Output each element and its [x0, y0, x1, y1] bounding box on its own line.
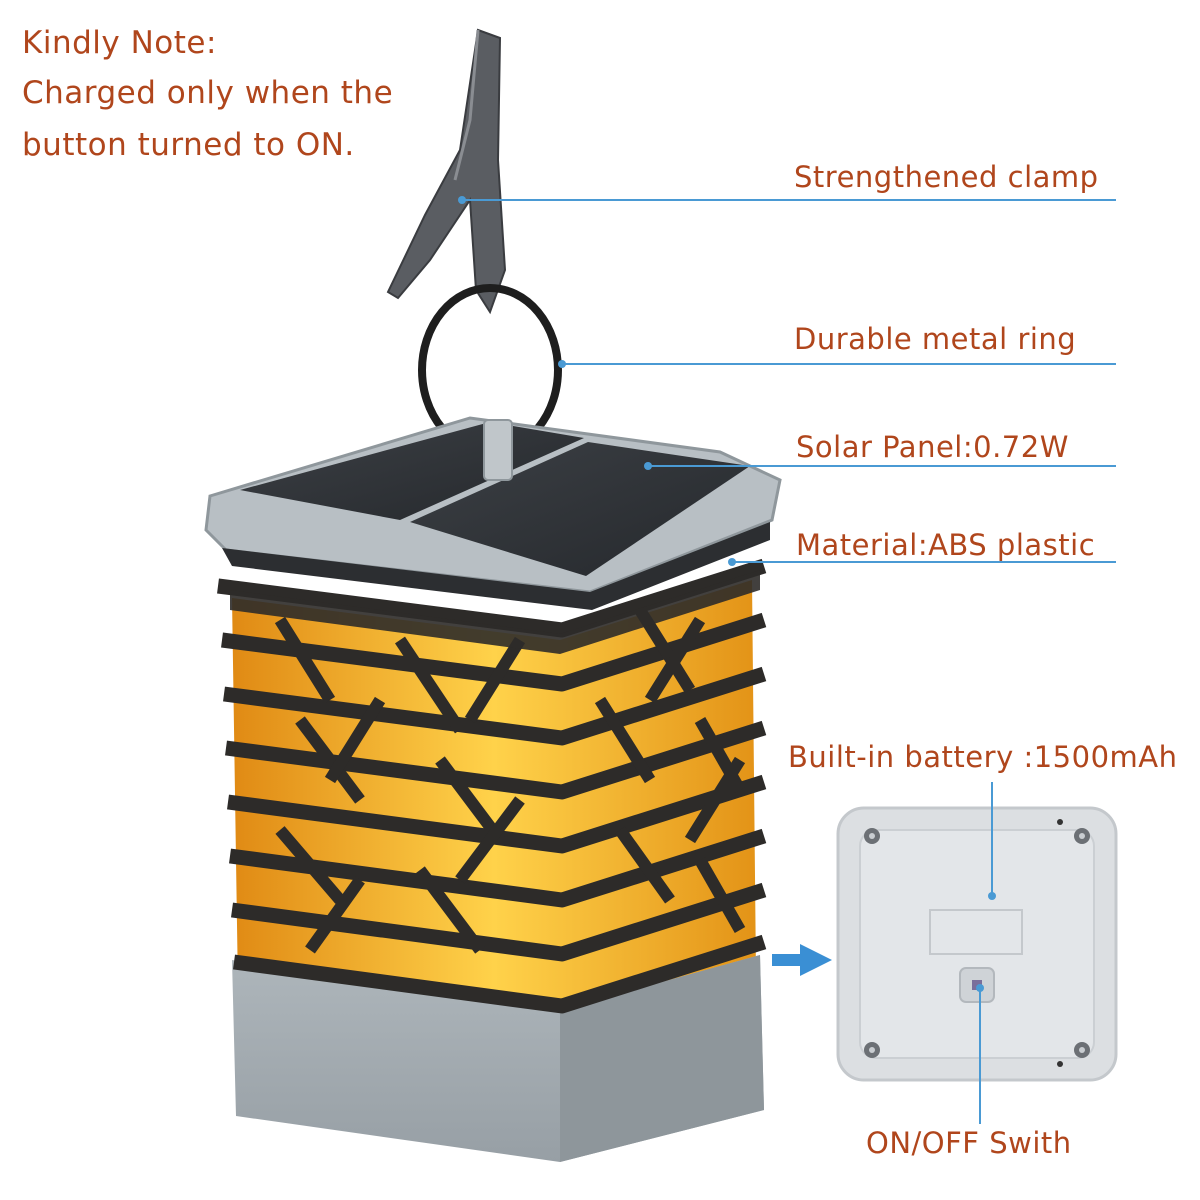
callout-clamp: Strengthened clamp: [794, 160, 1099, 194]
callout-switch: ON/OFF Swith: [866, 1126, 1072, 1160]
note-heading: Kindly Note:: [22, 25, 217, 61]
solar-panel-lid: [204, 416, 782, 610]
callout-solar-panel: Solar Panel:0.72W: [796, 430, 1069, 464]
note-line: Charged only when the: [22, 75, 394, 111]
callout-material: Material:ABS plastic: [796, 528, 1096, 562]
battery-compartment: [836, 806, 1118, 1082]
callout-battery: Built-in battery :1500mAh: [788, 740, 1178, 774]
leader-lines: [462, 199, 1116, 1124]
note-line: button turned to ON.: [22, 127, 355, 163]
right-arrow-icon: [772, 944, 832, 976]
lantern-body: [217, 558, 767, 1162]
callout-ring: Durable metal ring: [794, 322, 1077, 356]
clamp: [386, 28, 507, 315]
